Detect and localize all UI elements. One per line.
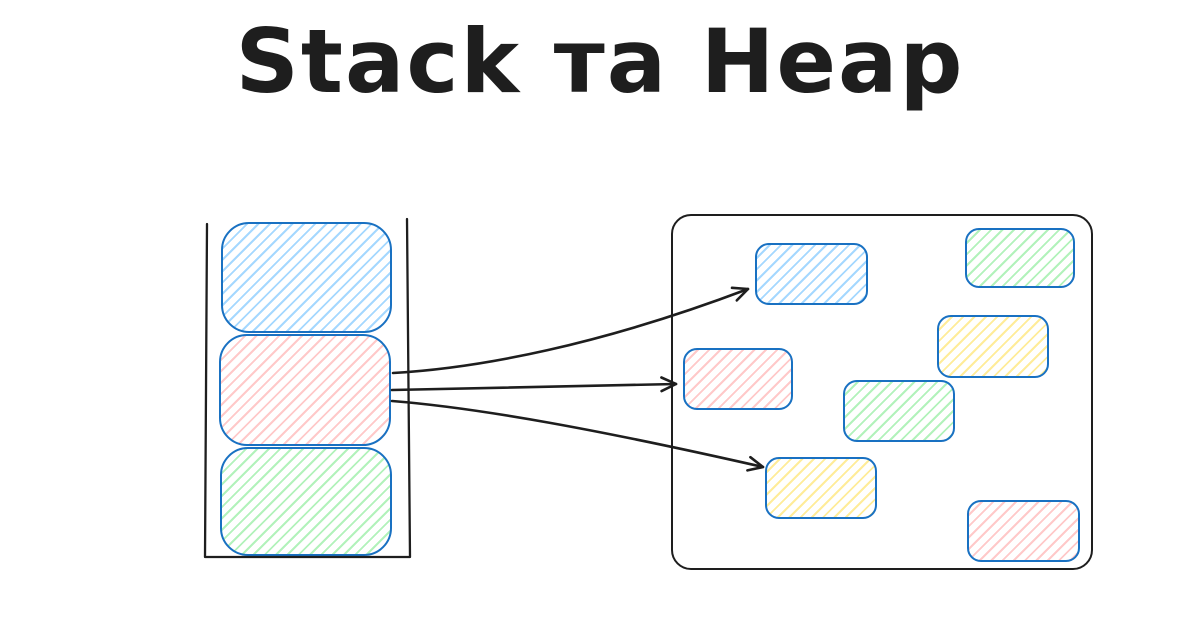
- stack-frame-middle: [219, 334, 391, 446]
- diagram-title: Stack та Heap: [235, 10, 965, 113]
- heap-object-green-center: [843, 380, 955, 442]
- stack-frame-top: [221, 222, 392, 333]
- heap-object-red-bottom-right: [967, 500, 1080, 562]
- heap-object-green-top-right: [965, 228, 1075, 288]
- pointer-arrow-to-red-object: [390, 382, 678, 392]
- stack-frame-bottom: [220, 447, 392, 556]
- heap-object-yellow-bottom: [765, 457, 877, 519]
- heap-object-red-left: [683, 348, 793, 410]
- heap-object-yellow-right: [937, 315, 1049, 378]
- heap-object-blue: [755, 243, 868, 305]
